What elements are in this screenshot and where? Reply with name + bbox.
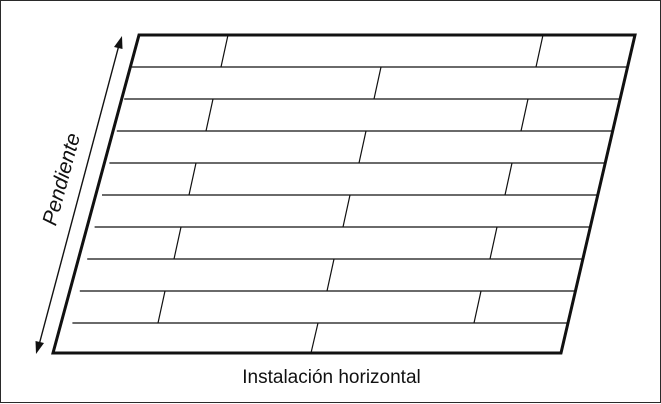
panel-joints	[157, 34, 544, 354]
diagram-caption: Instalación horizontal	[242, 367, 421, 388]
arrowhead-bottom	[35, 341, 44, 354]
arrowhead-top	[114, 36, 123, 49]
slope-arrow	[35, 36, 123, 354]
panel-area-outline	[51, 33, 637, 355]
slope-label: Pendiente	[38, 131, 85, 228]
